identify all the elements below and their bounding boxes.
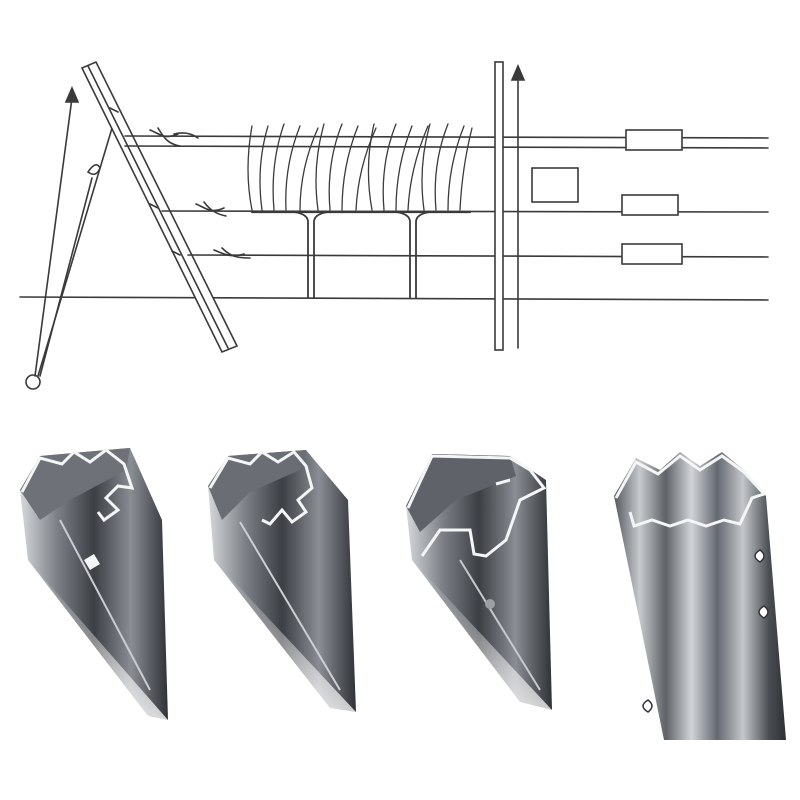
post-profile-3 xyxy=(404,454,552,740)
tie-back-wire xyxy=(25,85,119,390)
post-profile-1 xyxy=(20,448,168,740)
post-3-hole xyxy=(485,599,495,609)
post-4-rim xyxy=(614,454,767,528)
cane-shoots xyxy=(247,123,473,211)
line-post-arrow-icon xyxy=(510,63,526,81)
line-post xyxy=(494,61,526,351)
tensioner-top xyxy=(625,129,683,151)
vine-trunks xyxy=(293,211,431,299)
label-box xyxy=(531,167,579,203)
anchor-stake xyxy=(25,374,41,390)
post-1-rim xyxy=(20,448,135,523)
ground-line xyxy=(19,296,769,301)
tie-back-arrow-icon xyxy=(64,85,80,103)
post-2-rim xyxy=(208,450,314,526)
tensioner-middle xyxy=(621,194,679,216)
post-3-rim xyxy=(406,454,547,558)
tensioner-bottom xyxy=(621,243,683,265)
wire-ties xyxy=(149,127,251,259)
wire-tensioners xyxy=(621,129,683,265)
end-post xyxy=(80,60,239,354)
post-profile-2 xyxy=(206,450,356,740)
trellis-diagram xyxy=(19,60,769,390)
post-4-notches xyxy=(642,549,769,713)
post-profile-4 xyxy=(614,452,786,760)
